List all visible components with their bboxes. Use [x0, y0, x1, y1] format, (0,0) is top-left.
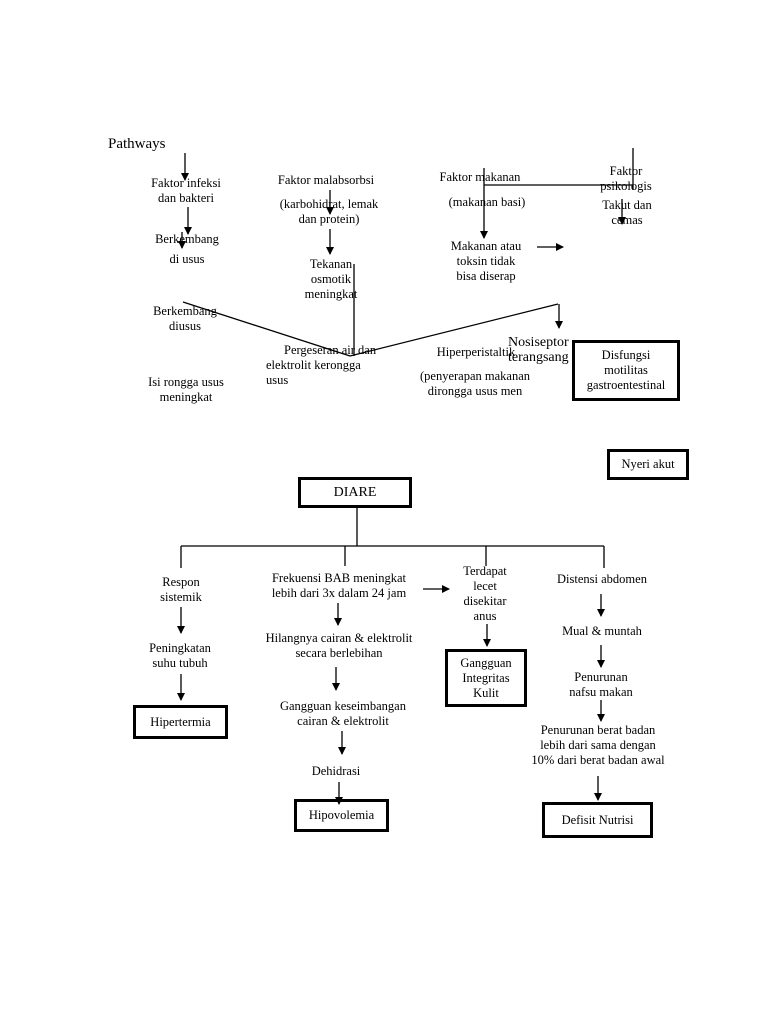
- node-faktor-infeksi: Faktor infeksi dan bakteri: [151, 176, 221, 205]
- node-mual-muntah: Mual & muntah: [562, 624, 642, 638]
- box-hipovolemia: Hipovolemia: [294, 799, 389, 832]
- node-makanan-toksin: Makanan atau toksin tidak bisa diserap: [450, 239, 522, 283]
- node-hiperperistaltik: Hiperperistaltik: [436, 345, 516, 359]
- box-diare: DIARE: [298, 477, 412, 508]
- node-nosiseptor: Nosiseptor terangsang: [508, 335, 569, 365]
- box-defisit-nutrisi: Defisit Nutrisi: [542, 802, 653, 838]
- node-tekanan-osmotik: Tekanan osmotik meningkat: [304, 257, 358, 301]
- node-penyerapan: (penyerapan makanan dirongga usus men: [419, 369, 530, 398]
- node-penurunan-nafsu: Penurunan nafsu makan: [569, 670, 633, 699]
- node-makanan-basi: (makanan basi): [448, 195, 526, 209]
- node-gangguan-keseimbangan: Gangguan keseimbangan cairan & elektroli…: [279, 699, 406, 728]
- box-hipertermia: Hipertermia: [133, 705, 228, 739]
- node-dehidrasi: Dehidrasi: [311, 764, 361, 778]
- node-faktor-makanan: Faktor makanan: [439, 170, 521, 184]
- node-peningkatan-suhu: Peningkatan suhu tubuh: [149, 641, 211, 670]
- node-isi-rongga: Isi rongga usus meningkat: [148, 375, 224, 404]
- node-berkembang-diusus: Berkembang diusus: [153, 304, 217, 333]
- node-respon-sistemik: Respon sistemik: [160, 575, 202, 604]
- line-merge-to-hiper: [349, 303, 559, 357]
- node-frekuensi-bab: Frekuensi BAB meningkat lebih dari 3x da…: [271, 571, 407, 600]
- node-pergeseran: Pergeseran air dan elektrolit kerongga u…: [266, 343, 377, 387]
- box-gangguan-integritas: Gangguan Integritas Kulit: [445, 649, 527, 707]
- page-title: Pathways: [108, 136, 166, 152]
- node-faktor-malabsorbsi: Faktor malabsorbsi: [277, 173, 375, 187]
- node-hilangnya-cairan: Hilangnya cairan & elektrolit secara ber…: [265, 631, 413, 660]
- node-penurunan-bb: Penurunan berat badan lebih dari sama de…: [531, 723, 665, 767]
- node-faktor-psikologis: Faktor psikologis: [600, 164, 652, 193]
- node-distensi-abdomen: Distensi abdomen: [557, 572, 647, 586]
- node-di-usus: di usus: [169, 252, 205, 266]
- line-berkembang-diusus-to-merge: [182, 301, 351, 357]
- box-nyeri-akut: Nyeri akut: [607, 449, 689, 480]
- node-lecet: Terdapat lecet disekitar anus: [463, 564, 507, 623]
- node-takut-cemas: Takut dan cemas: [602, 198, 652, 227]
- node-berkembang: Berkembang: [155, 232, 219, 246]
- node-malabsorbsi-detail: (karbohidrat, lemak dan protein): [279, 197, 379, 226]
- box-disfungsi-motilitas: Disfungsi motilitas gastroentestinal: [572, 340, 680, 401]
